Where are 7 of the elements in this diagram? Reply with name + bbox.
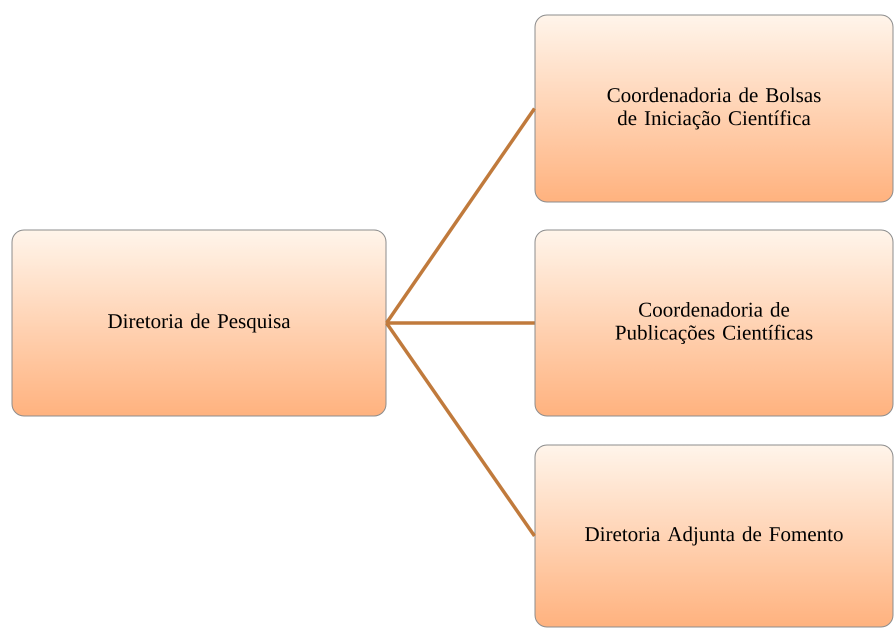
connector-line <box>386 321 534 325</box>
org-box: Coordenadoria de Publicações Científicas <box>534 230 894 416</box>
org-box: Coordenadoria de Bolsas de Iniciação Científica <box>534 14 894 202</box>
org-box: Diretoria Adjunta de Fomento <box>534 444 894 628</box>
connector-line <box>385 322 536 537</box>
connector-line <box>385 108 536 324</box>
org-box: Diretoria de Pesquisa <box>12 230 386 416</box>
